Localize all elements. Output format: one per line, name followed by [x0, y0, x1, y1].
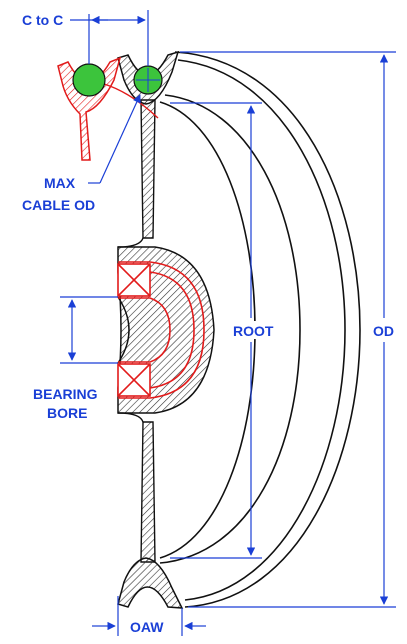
cable-left	[72, 63, 106, 97]
sheave-outer-shell	[159, 51, 361, 608]
upper-web	[140, 99, 156, 239]
label-c-to-c: C to C	[22, 12, 63, 28]
bottom-groove-profile	[117, 557, 184, 609]
inner-rim-curve-1	[177, 59, 346, 601]
bottom-groove	[117, 557, 184, 609]
root-curve	[159, 94, 301, 564]
dimension-root	[170, 102, 262, 559]
label-root: ROOT	[233, 323, 274, 339]
label-od: OD	[373, 323, 394, 339]
dimension-bearing-bore	[60, 296, 118, 364]
hub-bore-cutout	[117, 296, 130, 364]
adjacent-groove-arc	[103, 83, 159, 119]
bearing-race-outer	[118, 261, 205, 399]
dimension-c-to-c	[70, 10, 149, 66]
hub-fillet-bottom	[117, 412, 144, 423]
bearing	[117, 261, 205, 399]
label-oaw: OAW	[130, 619, 164, 635]
label-max-cable-od-line2: CABLE OD	[22, 197, 95, 213]
label-bearing-bore-line1: BEARING	[33, 386, 98, 402]
max-cable-od-leader	[99, 94, 141, 184]
bearing-roller-bottom-x2	[117, 363, 151, 397]
bearing-race-mid	[118, 271, 195, 389]
lower-web	[140, 421, 156, 563]
dimension-od	[180, 51, 396, 608]
dimension-max-cable-od	[88, 94, 141, 184]
label-od-bg	[372, 321, 400, 339]
label-bearing-bore-line2: BORE	[47, 405, 87, 421]
outer-rim-curve	[174, 51, 361, 608]
label-max-cable-od-line1: MAX	[44, 175, 76, 191]
sheave-web	[140, 99, 156, 563]
dimension-oaw	[92, 596, 206, 636]
bearing-roller-top-x2	[117, 263, 151, 297]
label-root-bg	[230, 321, 280, 339]
bearing-race-inner	[118, 297, 171, 363]
hub-fillet-top	[117, 237, 144, 248]
